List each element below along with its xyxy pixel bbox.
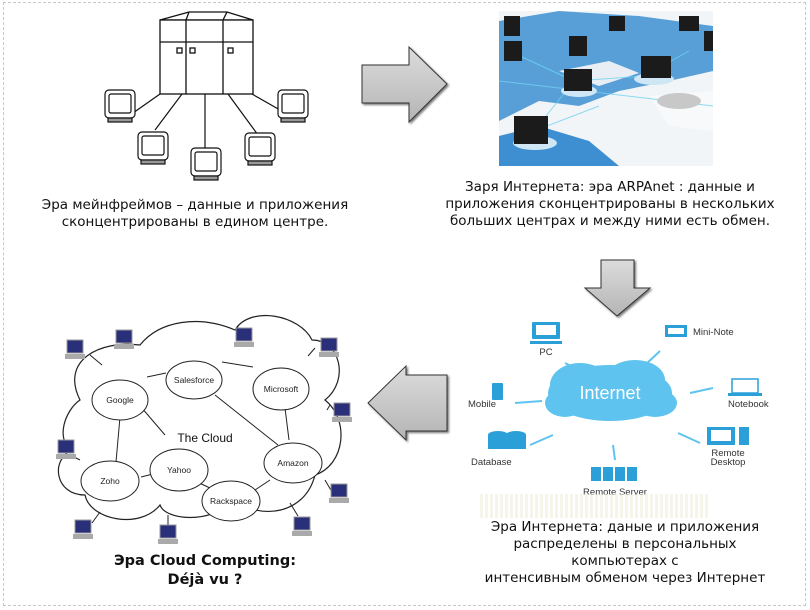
notebook-icon — [728, 378, 762, 396]
computer-icon — [319, 337, 339, 357]
internet-caption: Эра Интернета: даные и приложения распре… — [465, 519, 785, 587]
node-label-mini-note: Mini-Note — [693, 327, 734, 338]
database-icon — [488, 431, 526, 449]
provider-node-amazon — [263, 442, 323, 484]
provider-label-google: Google — [106, 395, 134, 405]
provider-node-zoho — [80, 460, 140, 502]
pc-icon — [530, 322, 562, 344]
remote-server-icon — [591, 467, 637, 481]
provider-label-yahoo: Yahoo — [167, 465, 191, 475]
cloud-diagram: Salesforce Microsoft Google Amazon Yahoo… — [56, 315, 352, 544]
mobile-icon — [492, 383, 503, 400]
arpanet-caption: Заря Интернета: эра ARPAnet : данные и п… — [445, 179, 775, 230]
node-label-pc: PC — [539, 347, 552, 358]
computer-icon — [65, 339, 85, 359]
node-label-notebook: Notebook — [728, 399, 769, 410]
cloud-caption: Эра Cloud Computing: Déjà vu ? — [90, 552, 320, 590]
remote-desktop-icon — [707, 427, 749, 445]
slide-frame — [3, 2, 806, 606]
computer-icon — [114, 329, 134, 349]
provider-node-google — [91, 379, 149, 421]
computer-icon — [329, 483, 349, 503]
provider-node-microsoft — [252, 367, 310, 411]
server-cluster-icons — [504, 16, 713, 150]
computer-icon — [292, 516, 312, 536]
provider-node-yahoo — [149, 448, 209, 492]
provider-label-microsoft: Microsoft — [264, 384, 299, 394]
computer-icon — [56, 439, 76, 459]
provider-label-zoho: Zoho — [100, 476, 120, 486]
cloud-caption-line2: Déjà vu ? — [167, 572, 243, 588]
computer-icon — [234, 327, 254, 347]
provider-label-amazon: Amazon — [277, 458, 308, 468]
node-label-remote: Remote — [711, 448, 744, 459]
node-label-remote-server: Remote Server — [583, 487, 647, 498]
mini-note-icon — [665, 325, 687, 337]
internet-caption-line1: Эра Интернета: даные и приложения — [490, 519, 760, 535]
node-label-mobile: Mobile — [468, 399, 496, 410]
cloud-title: The Cloud — [177, 431, 232, 445]
cloud-caption-line1: Эра Cloud Computing: — [114, 553, 296, 569]
mainframe-caption: Эра мейнфреймов – данные и приложения ск… — [20, 197, 370, 231]
node-label-desktop: Desktop — [711, 457, 746, 468]
provider-label-rackspace: Rackspace — [210, 496, 252, 506]
internet-cloud-label: Internet — [579, 383, 640, 403]
arpanet-caption-line3: больших центрах и между ними есть обмен. — [449, 213, 771, 229]
internet-cloud-icon — [545, 360, 677, 421]
faded-source-text — [480, 494, 710, 518]
internet-caption-line3: интенсивным обменом через Интернет — [484, 570, 766, 586]
internet-caption-line2: распределены в персональных компьютерах … — [513, 536, 737, 569]
mainframe-caption-line1: Эра мейнфреймов – данные и приложения — [41, 197, 349, 213]
computer-icon — [158, 524, 178, 544]
client-computer-icons — [56, 327, 352, 544]
mainframe-caption-line2: сконцентрированы в едином центре. — [61, 214, 329, 230]
arpanet-map-image — [498, 11, 714, 166]
computer-icon — [332, 402, 352, 422]
computer-icon — [73, 519, 93, 539]
internet-diagram: Internet PC Mini-Note Notebook Mobile Re… — [468, 322, 769, 498]
node-label-database: Database — [471, 457, 512, 468]
provider-node-salesforce — [165, 360, 223, 400]
arpanet-caption-line2: приложения сконцентрированы в нескольких — [445, 196, 775, 212]
provider-node-rackspace — [201, 480, 261, 522]
arpanet-caption-line1: Заря Интернета: эра ARPAnet : данные и — [465, 179, 755, 195]
provider-label-salesforce: Salesforce — [174, 375, 214, 385]
